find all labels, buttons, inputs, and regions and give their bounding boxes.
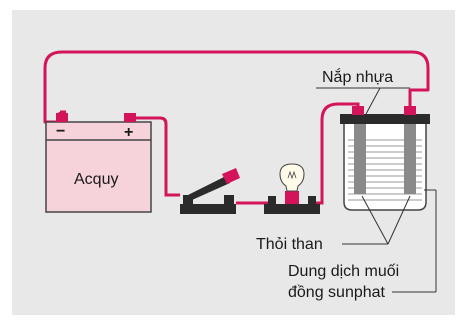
right-carbon-rod: [404, 124, 416, 194]
bulb-base-plate: [264, 204, 320, 214]
battery-plus-terminal: [124, 113, 136, 122]
battery-minus-terminal: [56, 113, 68, 122]
battery-label: Acquy: [74, 171, 118, 188]
switch-handle: [222, 168, 240, 184]
switch-lever: [186, 176, 230, 200]
switch-post-left: [183, 195, 193, 205]
solution-label-line1: Dung dịch muối: [288, 263, 399, 280]
knife-switch: [180, 168, 240, 214]
battery-switch-wire: [131, 116, 180, 197]
rods-leader-right: [387, 195, 411, 245]
plastic-lid: [340, 114, 430, 124]
switch-post-right: [224, 195, 234, 205]
bulb-electrode-wire: [316, 102, 360, 205]
left-carbon-rod: [354, 124, 366, 194]
lid-leader-line: [365, 87, 381, 115]
rods-leader-left: [361, 195, 389, 245]
electrolysis-cell: [340, 106, 430, 211]
lid-label: Nắp nhựa: [322, 67, 393, 86]
right-electrode-terminal: [404, 106, 416, 115]
bulb-post-right: [308, 196, 316, 205]
solution-label-line2: đồng sunphat: [288, 284, 386, 301]
bulb-post-left: [268, 196, 276, 205]
left-electrode-terminal: [352, 106, 364, 115]
light-bulb: [264, 163, 320, 214]
bulb-socket: [285, 191, 299, 204]
carbon-rods-label: Thỏi than: [256, 236, 323, 253]
switch-base: [180, 204, 236, 214]
battery-minus-sign: −: [56, 123, 65, 140]
bulb-filament: [287, 170, 297, 180]
battery-body: [45, 121, 152, 213]
top-wire: [43, 50, 430, 124]
battery: − + Acquy: [45, 113, 152, 213]
battery-plus-sign: +: [124, 124, 133, 141]
